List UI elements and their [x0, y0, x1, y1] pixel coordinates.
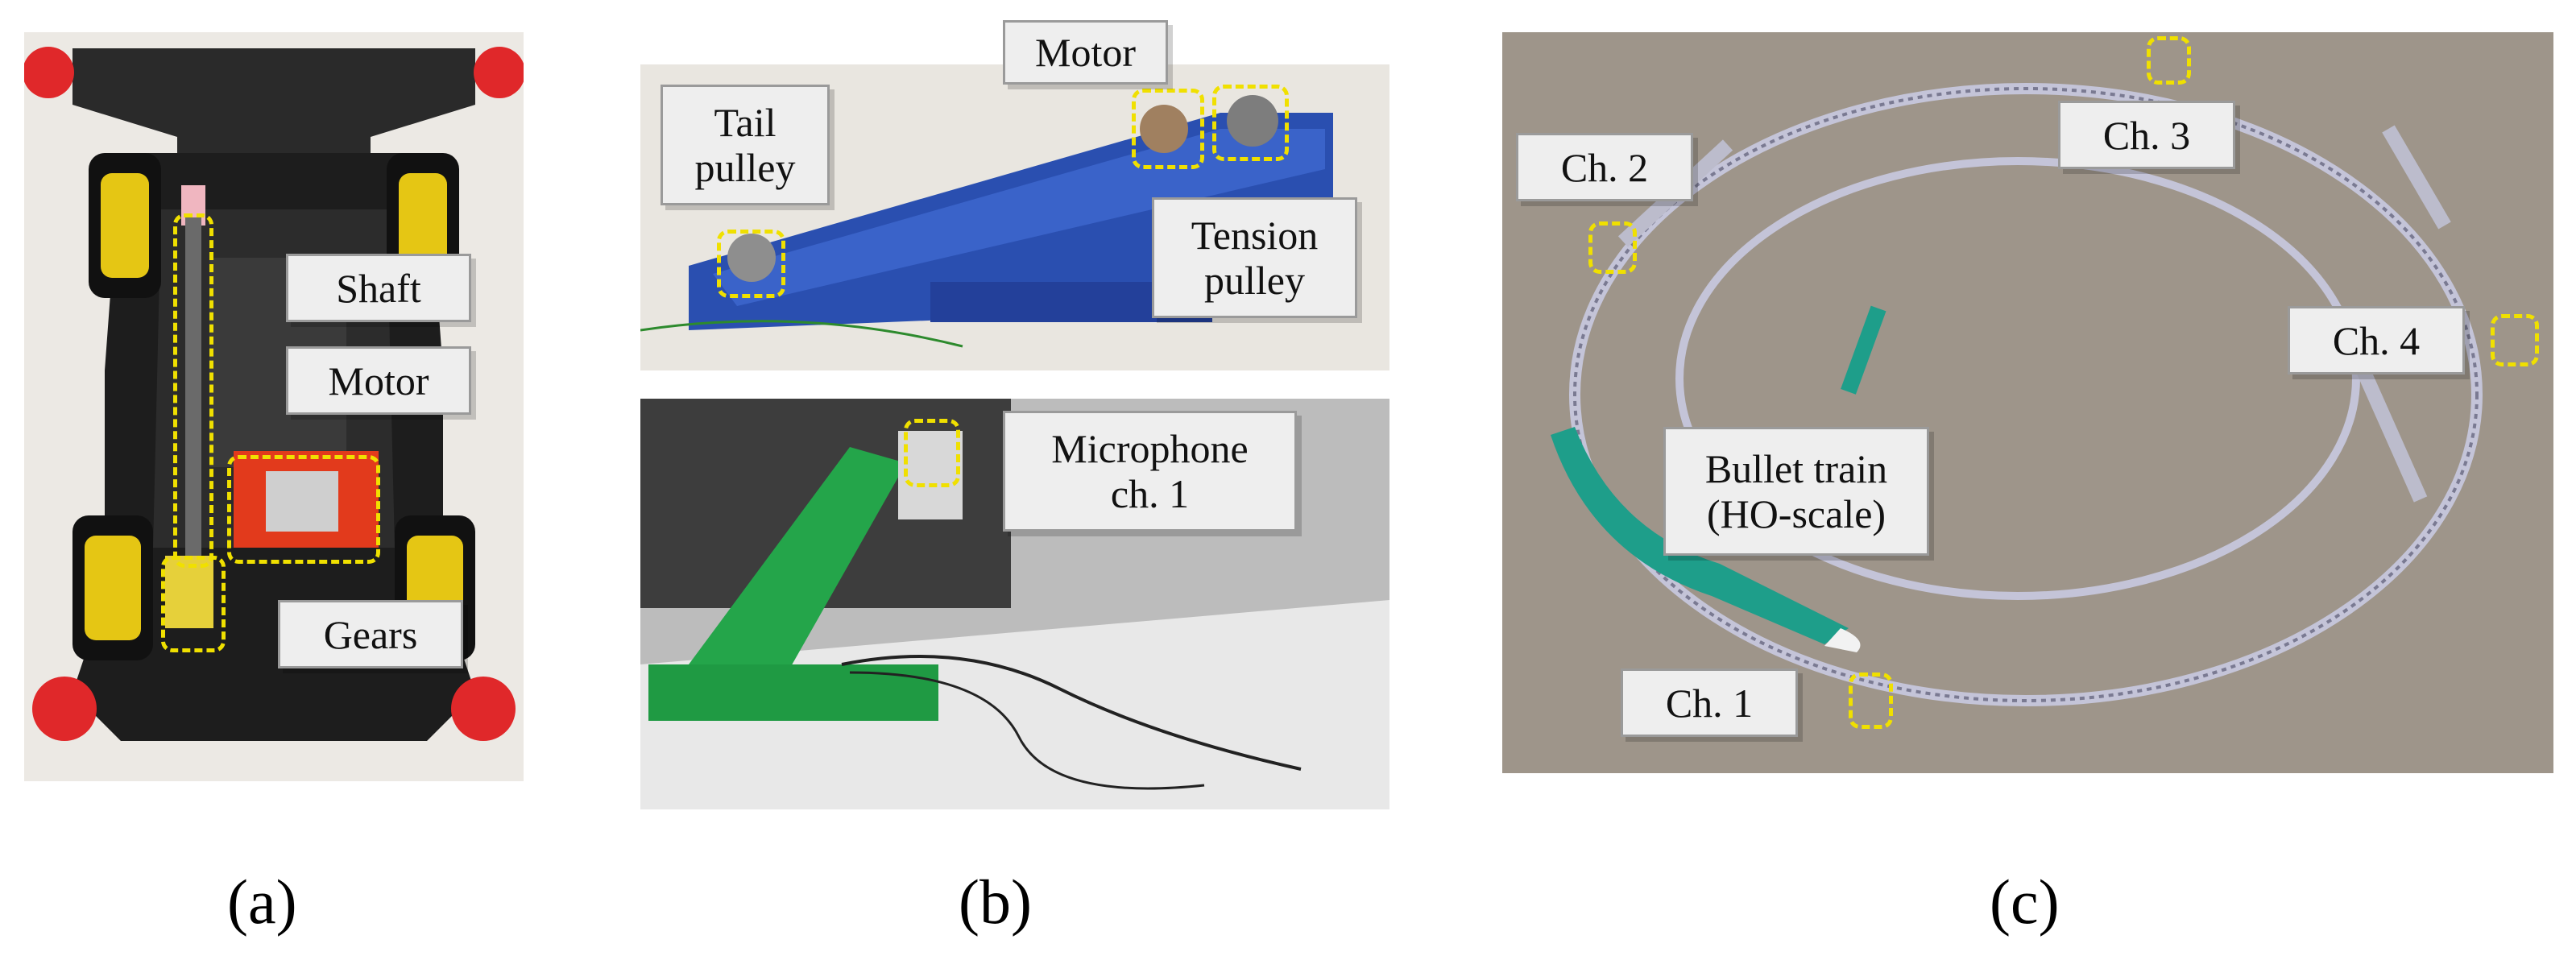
ch1-label: Ch. 1 — [1621, 668, 1798, 737]
tail-pulley-label: Tail pulley — [661, 85, 830, 205]
gears-highlight — [161, 556, 226, 652]
motor-highlight — [227, 455, 380, 564]
ch3-highlight — [2147, 36, 2191, 85]
shaft-label: Shaft — [286, 254, 471, 322]
tail-pulley-highlight — [717, 230, 785, 298]
motor-b-label: Motor — [1003, 20, 1168, 85]
motor-b-highlight — [1132, 89, 1204, 169]
microphone-ch1-label: Microphone ch. 1 — [1003, 411, 1297, 532]
gears-label: Gears — [278, 600, 463, 668]
panel-c-caption: (c) — [1990, 867, 2060, 937]
panel-b-bottom-photo — [640, 399, 1389, 809]
bullet-train-label: Bullet train (HO-scale) — [1663, 427, 1929, 556]
panel-b-caption: (b) — [959, 867, 1032, 937]
motor-label: Motor — [286, 346, 471, 415]
tension-pulley-highlight — [1212, 85, 1289, 161]
ch2-label: Ch. 2 — [1516, 133, 1693, 201]
ch4-label: Ch. 4 — [2288, 306, 2465, 375]
ch2-highlight — [1588, 221, 1637, 274]
ch4-highlight — [2491, 314, 2539, 366]
ch3-label: Ch. 3 — [2058, 101, 2235, 169]
shaft-highlight — [173, 213, 213, 568]
tension-pulley-label: Tension pulley — [1152, 197, 1357, 318]
green-conveyor-image — [640, 399, 1389, 809]
microphone-ch1-highlight — [904, 419, 960, 487]
ch1-highlight — [1849, 673, 1893, 729]
panel-a-caption: (a) — [227, 867, 297, 937]
